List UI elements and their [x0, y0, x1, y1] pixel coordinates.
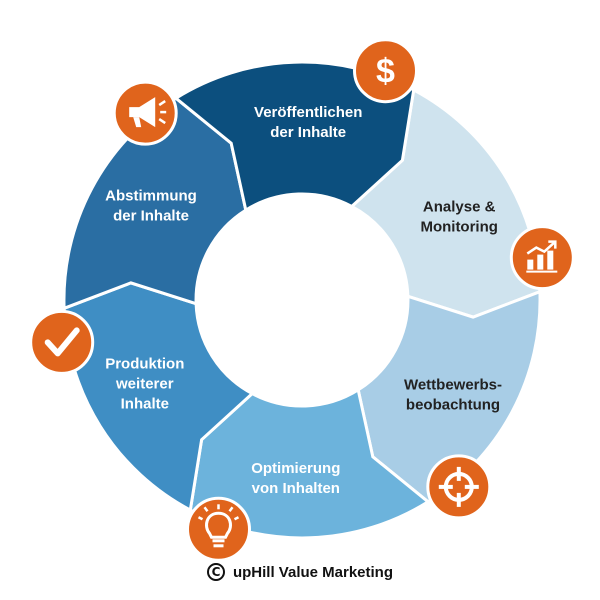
- megaphone-icon: [112, 80, 178, 146]
- segment-label-competition: Wettbewerbs-beobachtung: [404, 376, 502, 413]
- chart-growth-icon: [509, 225, 575, 291]
- crosshair-icon: [426, 454, 492, 520]
- checkmark-icon: [29, 309, 95, 375]
- lightbulb-icon: [186, 496, 251, 562]
- footer-brand: upHill Value Marketing: [232, 563, 394, 581]
- footer: C upHill Value Marketing: [0, 558, 600, 586]
- copyright-icon: C: [206, 563, 225, 581]
- segment-label-analysis: Analyse &Monitoring: [420, 198, 497, 235]
- dollar-icon: $: [353, 38, 418, 104]
- svg-text:$: $: [376, 53, 395, 91]
